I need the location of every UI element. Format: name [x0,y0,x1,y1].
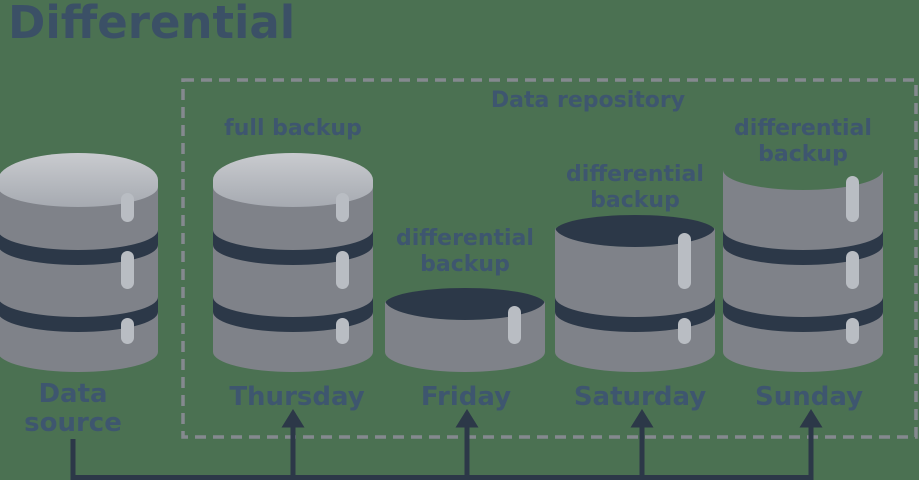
cylinder-top-face [213,153,373,208]
disc-separator [0,296,158,333]
disc-highlight [121,251,134,289]
disc-highlight [336,318,349,344]
database-cylinder-data-source [0,153,158,372]
repository-label: Data repository [490,88,686,113]
disc-highlight [336,251,349,289]
stack-label-thursday: Thursday [229,382,365,412]
cylinder-dark-top-face [385,288,545,320]
database-cylinder-friday [385,288,545,372]
stack-friday: differential backup Friday [385,0,545,480]
disc-highlight [846,318,859,344]
stack-sunday: differential backup Sunday [723,0,883,480]
disc-body [723,312,883,372]
data-repository-dashed-box [181,78,918,439]
disc-highlight [678,318,691,344]
stack-label-data-source: Data source [24,379,122,438]
arrow-head-sunday [799,409,823,428]
disc-separator [213,296,373,333]
disc-body [723,170,883,250]
disc-body [385,300,545,372]
disc-highlight [846,251,859,289]
disc-body [213,187,373,250]
stack-label-saturday: Saturday [573,382,707,412]
arrow-head-friday [455,409,479,428]
flow-arrows [281,409,823,479]
stack-caption-saturday: differential backup [566,162,704,213]
disc-highlight [336,193,349,222]
database-cylinder-saturday [555,215,715,372]
disc-body [213,245,373,317]
backup-flow-connector-line [70,439,814,480]
disc-body [0,245,158,317]
page-title: Differential [8,0,296,49]
stack-caption-sunday: differential backup [734,116,872,167]
disc-separator [0,229,158,266]
cylinder-top-face [0,153,158,208]
disc-separator [555,296,715,333]
stack-caption-friday: differential backup [396,226,534,277]
stack-caption-thursday: full backup [224,116,362,141]
stack-thursday: full backup Thursday [213,0,373,480]
disc-body [0,187,158,250]
disc-body [555,312,715,372]
arrow-head-saturday [630,409,654,428]
arrow-head-thursday [281,409,305,428]
cylinder-dark-top-face [555,215,715,247]
disc-body [213,312,373,372]
disc-body [0,312,158,372]
database-cylinder-thursday [213,153,373,372]
database-cylinder-sunday [723,170,883,372]
stack-data-source: Data source [0,0,158,480]
disc-highlight [678,233,691,289]
disc-separator [723,296,883,333]
stack-label-friday: Friday [420,382,512,412]
stack-label-sunday: Sunday [754,382,864,412]
stack-saturday: differential backup Saturday [555,0,715,480]
disc-highlight [121,193,134,222]
disc-body [723,245,883,317]
disc-separator [723,229,883,266]
disc-body [555,227,715,317]
disc-highlight [121,318,134,344]
disc-separator [213,229,373,266]
disc-highlight [846,176,859,222]
disc-highlight [508,306,521,344]
